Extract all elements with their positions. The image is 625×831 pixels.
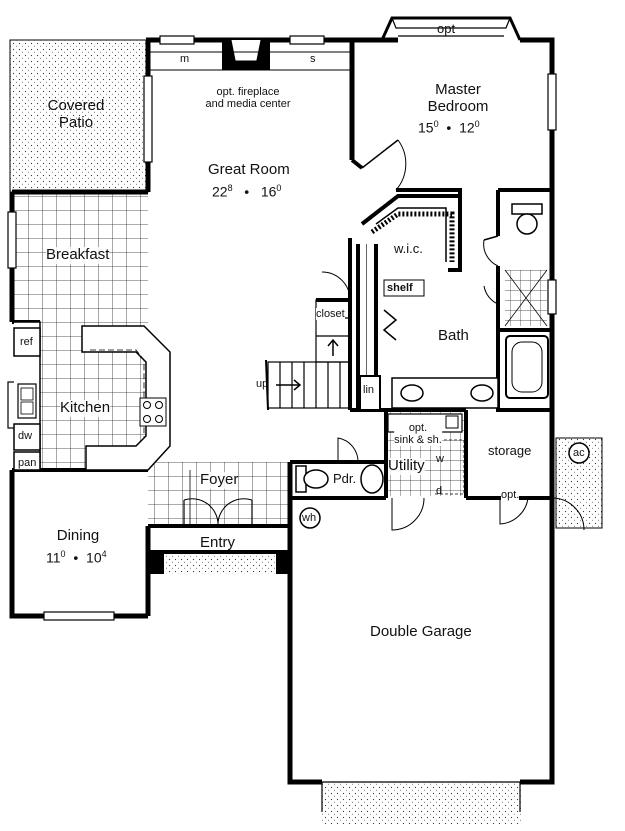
foyer-label: Foyer [200,471,239,489]
powder-toilet [303,469,329,489]
windows [7,35,557,621]
wic-shelf [383,279,425,297]
bay-window [380,16,522,41]
tub [505,335,549,399]
master-toilet [516,213,538,235]
kitchen-label: Kitchen [60,399,111,417]
powder-sink [360,464,384,494]
d-label: d [436,485,443,497]
closet-label: closet [316,308,345,321]
cooktop [139,397,167,427]
dining-label: Dining [56,527,100,544]
shower [504,269,548,327]
shelf-label: shelf [387,282,413,294]
bath-label: Bath [438,327,469,344]
wh-label: wh [302,512,317,524]
storage-label: storage [488,443,532,458]
entry-porch-slab [164,552,276,574]
up-label: up [256,378,269,390]
double-garage-label: Double Garage [370,623,472,640]
ac-unit [568,442,590,464]
utility-label: Utility [388,457,425,475]
master-door-swing [395,139,407,191]
breakfast-label: Breakfast [46,246,110,264]
sink-label: opt.sink & sh. [394,422,442,447]
great-room-label: Great Room [208,161,290,178]
bay-opt-label: opt [437,21,456,36]
covered-patio-slab [9,39,149,193]
s-label: s [310,53,316,65]
kitchen-sink [17,383,37,419]
powder-label: Pdr. [333,471,357,487]
ref-label: ref [20,336,33,349]
wic-label: w.i.c. [394,241,423,256]
closet-door-swing [321,271,351,301]
master-bedroom-dims: 150 • 120 [418,119,480,136]
wic-rod [362,244,372,404]
wic-wall [360,194,462,272]
garage-opt-label: opt. [501,489,520,502]
master-toilet-tank [511,203,543,215]
entry-label: Entry [200,534,236,551]
lin-label: lin [363,384,375,396]
ac-label: ac [573,447,585,459]
m-label: m [180,53,190,65]
water-heater [299,507,321,529]
great-room-dims: 228 • 160 [212,183,282,200]
dw-label: dw [18,430,33,443]
dining-dims: 110 • 104 [46,549,107,566]
w-label: w [436,453,444,465]
driveway-apron [322,782,522,824]
pan-label: pan [18,457,37,470]
